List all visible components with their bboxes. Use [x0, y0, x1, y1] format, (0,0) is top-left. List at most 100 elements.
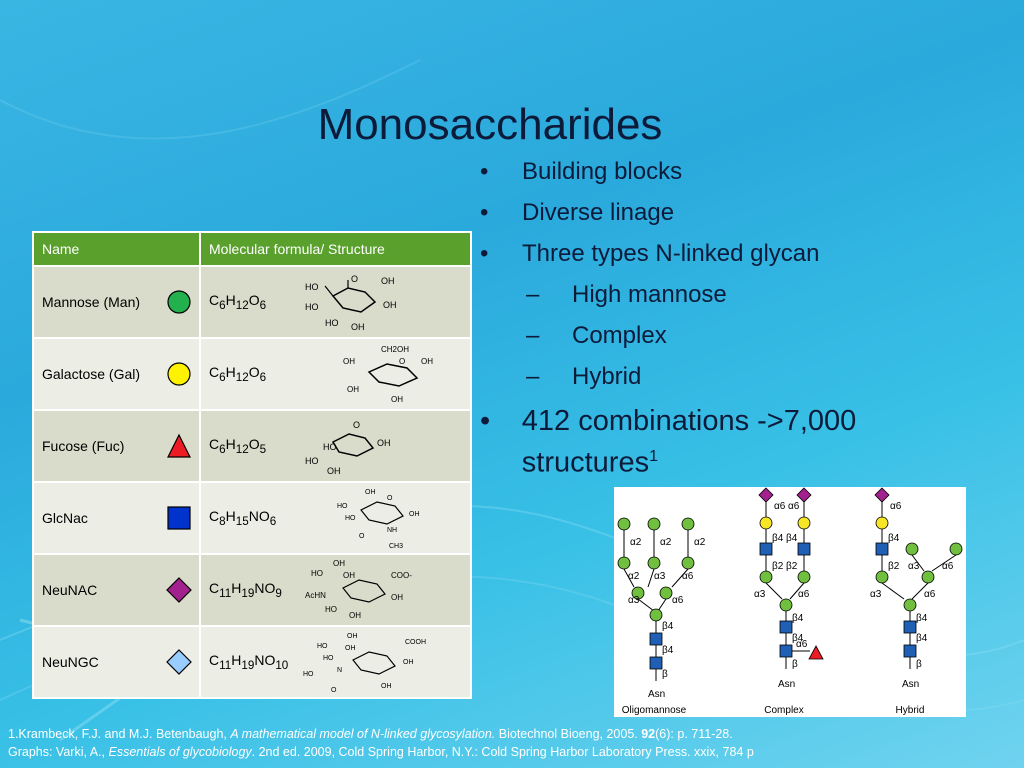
glcnac-square [875, 542, 889, 556]
row-name: Galactose (Gal) [42, 366, 141, 382]
table-row: Fucose (Fuc) C6H12O5 O HO OH HO OH [33, 409, 472, 482]
panel-label: Complex [764, 705, 803, 716]
linkage-label: α3 [870, 589, 882, 600]
struct-label: COOH [405, 639, 426, 646]
struct-label: HO [325, 318, 339, 328]
linkage-label: β4 [792, 633, 804, 644]
struct-label: OH [365, 489, 376, 496]
struct-label: OH [391, 593, 403, 602]
mannose-structure: HO O OH HO OH HO OH [305, 274, 397, 332]
struct-label: OH [403, 659, 414, 666]
linkage-label: α2 [660, 537, 672, 548]
linkage-label: β2 [786, 561, 798, 572]
linkage-label: α3 [628, 595, 640, 606]
table-row: Galactose (Gal) C6H12O6 CH2OH OH O OH OH… [33, 337, 472, 410]
struct-label: OH [351, 322, 365, 332]
struct-label: O [353, 420, 360, 430]
linkage-label: α6 [682, 571, 694, 582]
glycan-bond [931, 554, 957, 572]
glcnac-structure: OH HO HO O OH NH O CH3 [337, 489, 420, 550]
linkage-label: α6 [942, 561, 954, 572]
table-row: NeuNAC C11H19NO9 OH HO OH COO- AcHN HO O… [33, 553, 472, 626]
glycan-bond [789, 582, 805, 600]
struct-label: OH [345, 645, 356, 652]
struct-label: O [351, 274, 358, 284]
struct-label: OH [343, 357, 355, 366]
table-row: NeuNGC C11H19NO10 OH HO OH COOH HO OH HO… [33, 625, 472, 698]
header-name: Name [33, 232, 201, 266]
struct-label: HO [323, 442, 337, 452]
row-formula: C6H12O6 [209, 292, 267, 312]
mannose-circle [759, 570, 773, 584]
bullet-item: •Building blocks [480, 158, 683, 185]
linkage-label: α3 [654, 571, 666, 582]
red-triangle-icon [167, 433, 191, 458]
struct-label: OH [381, 683, 392, 690]
linkage-label: α6 [798, 589, 810, 600]
glycan-bond [881, 582, 905, 600]
bullet-item: •Three types N-linked glycan [480, 240, 820, 267]
mannose-circle [681, 517, 695, 531]
linkage-label: α2 [694, 537, 706, 548]
linkage-label: β2 [772, 561, 784, 572]
linkage-label: Asn [902, 679, 919, 690]
struct-label: N [337, 667, 342, 674]
mannose-circle [921, 570, 935, 584]
glcnac-square [797, 542, 811, 556]
galactose-circle [875, 516, 889, 530]
galactose-circle [759, 516, 773, 530]
row-name: NeuNGC [42, 654, 99, 670]
reference-2: Graphs: Varki, A., Essentials of glycobi… [8, 745, 754, 759]
linkage-label: β [792, 659, 798, 670]
mannose-circle [903, 598, 917, 612]
row-formula: C6H12O5 [209, 436, 267, 456]
mannose-circle [797, 570, 811, 584]
table-header-row: Name Molecular formula/ Structure [33, 232, 472, 266]
struct-label: HO [305, 456, 319, 466]
row-formula: C11H19NO9 [209, 580, 282, 600]
struct-label: OH [333, 559, 345, 568]
bullet-item: •Diverse linage [480, 199, 675, 226]
glycan-bond [911, 582, 929, 600]
struct-label: OH [421, 357, 433, 366]
struct-label: HO [311, 569, 323, 578]
mannose-circle [905, 542, 919, 556]
struct-label: OH [409, 511, 420, 518]
reference-1: 1.Krambeck, F.J. and M.J. Betenbaugh, A … [8, 727, 733, 741]
struct-label: OH [391, 395, 403, 404]
glcnac-square [779, 644, 793, 658]
glycan-bond [911, 554, 925, 572]
mannose-circle [617, 517, 631, 531]
linkage-label: β4 [662, 645, 674, 656]
linkage-label: α6 [890, 501, 902, 512]
neunac-diamond [874, 487, 890, 503]
green-circle-icon [167, 290, 191, 314]
linkage-label: α6 [796, 639, 808, 650]
row-name: NeuNAC [42, 582, 98, 598]
blue-square-icon [167, 506, 191, 530]
neunac-structure: OH HO OH COO- AcHN HO OH OH [305, 559, 412, 620]
struct-label: HO [337, 503, 348, 510]
linkage-label: β4 [916, 633, 928, 644]
mannose-circle [875, 570, 889, 584]
panel-label: Oligomannose [622, 705, 687, 716]
bullet-list: •Building blocks •Diverse linage •Three … [478, 158, 998, 481]
row-formula: C11H19NO10 [209, 652, 289, 672]
glcnac-square [759, 542, 773, 556]
neunac-diamond [758, 487, 774, 503]
fucose-structure: O HO OH HO OH [305, 420, 391, 476]
struct-label: OH [347, 633, 358, 640]
struct-label: OH [327, 466, 341, 476]
struct-label: COO- [391, 571, 412, 580]
struct-label: AcHN [305, 591, 326, 600]
linkage-label: β4 [916, 613, 928, 624]
struct-label: O [359, 533, 365, 540]
linkage-label: β [662, 669, 668, 680]
struct-label: OH [347, 385, 359, 394]
linkage-label: α6 [672, 595, 684, 606]
glcnac-square [903, 644, 917, 658]
table-row: GlcNac C8H15NO6 OH HO HO O OH NH O CH3 [33, 481, 472, 554]
linkage-label: α6 [924, 589, 936, 600]
